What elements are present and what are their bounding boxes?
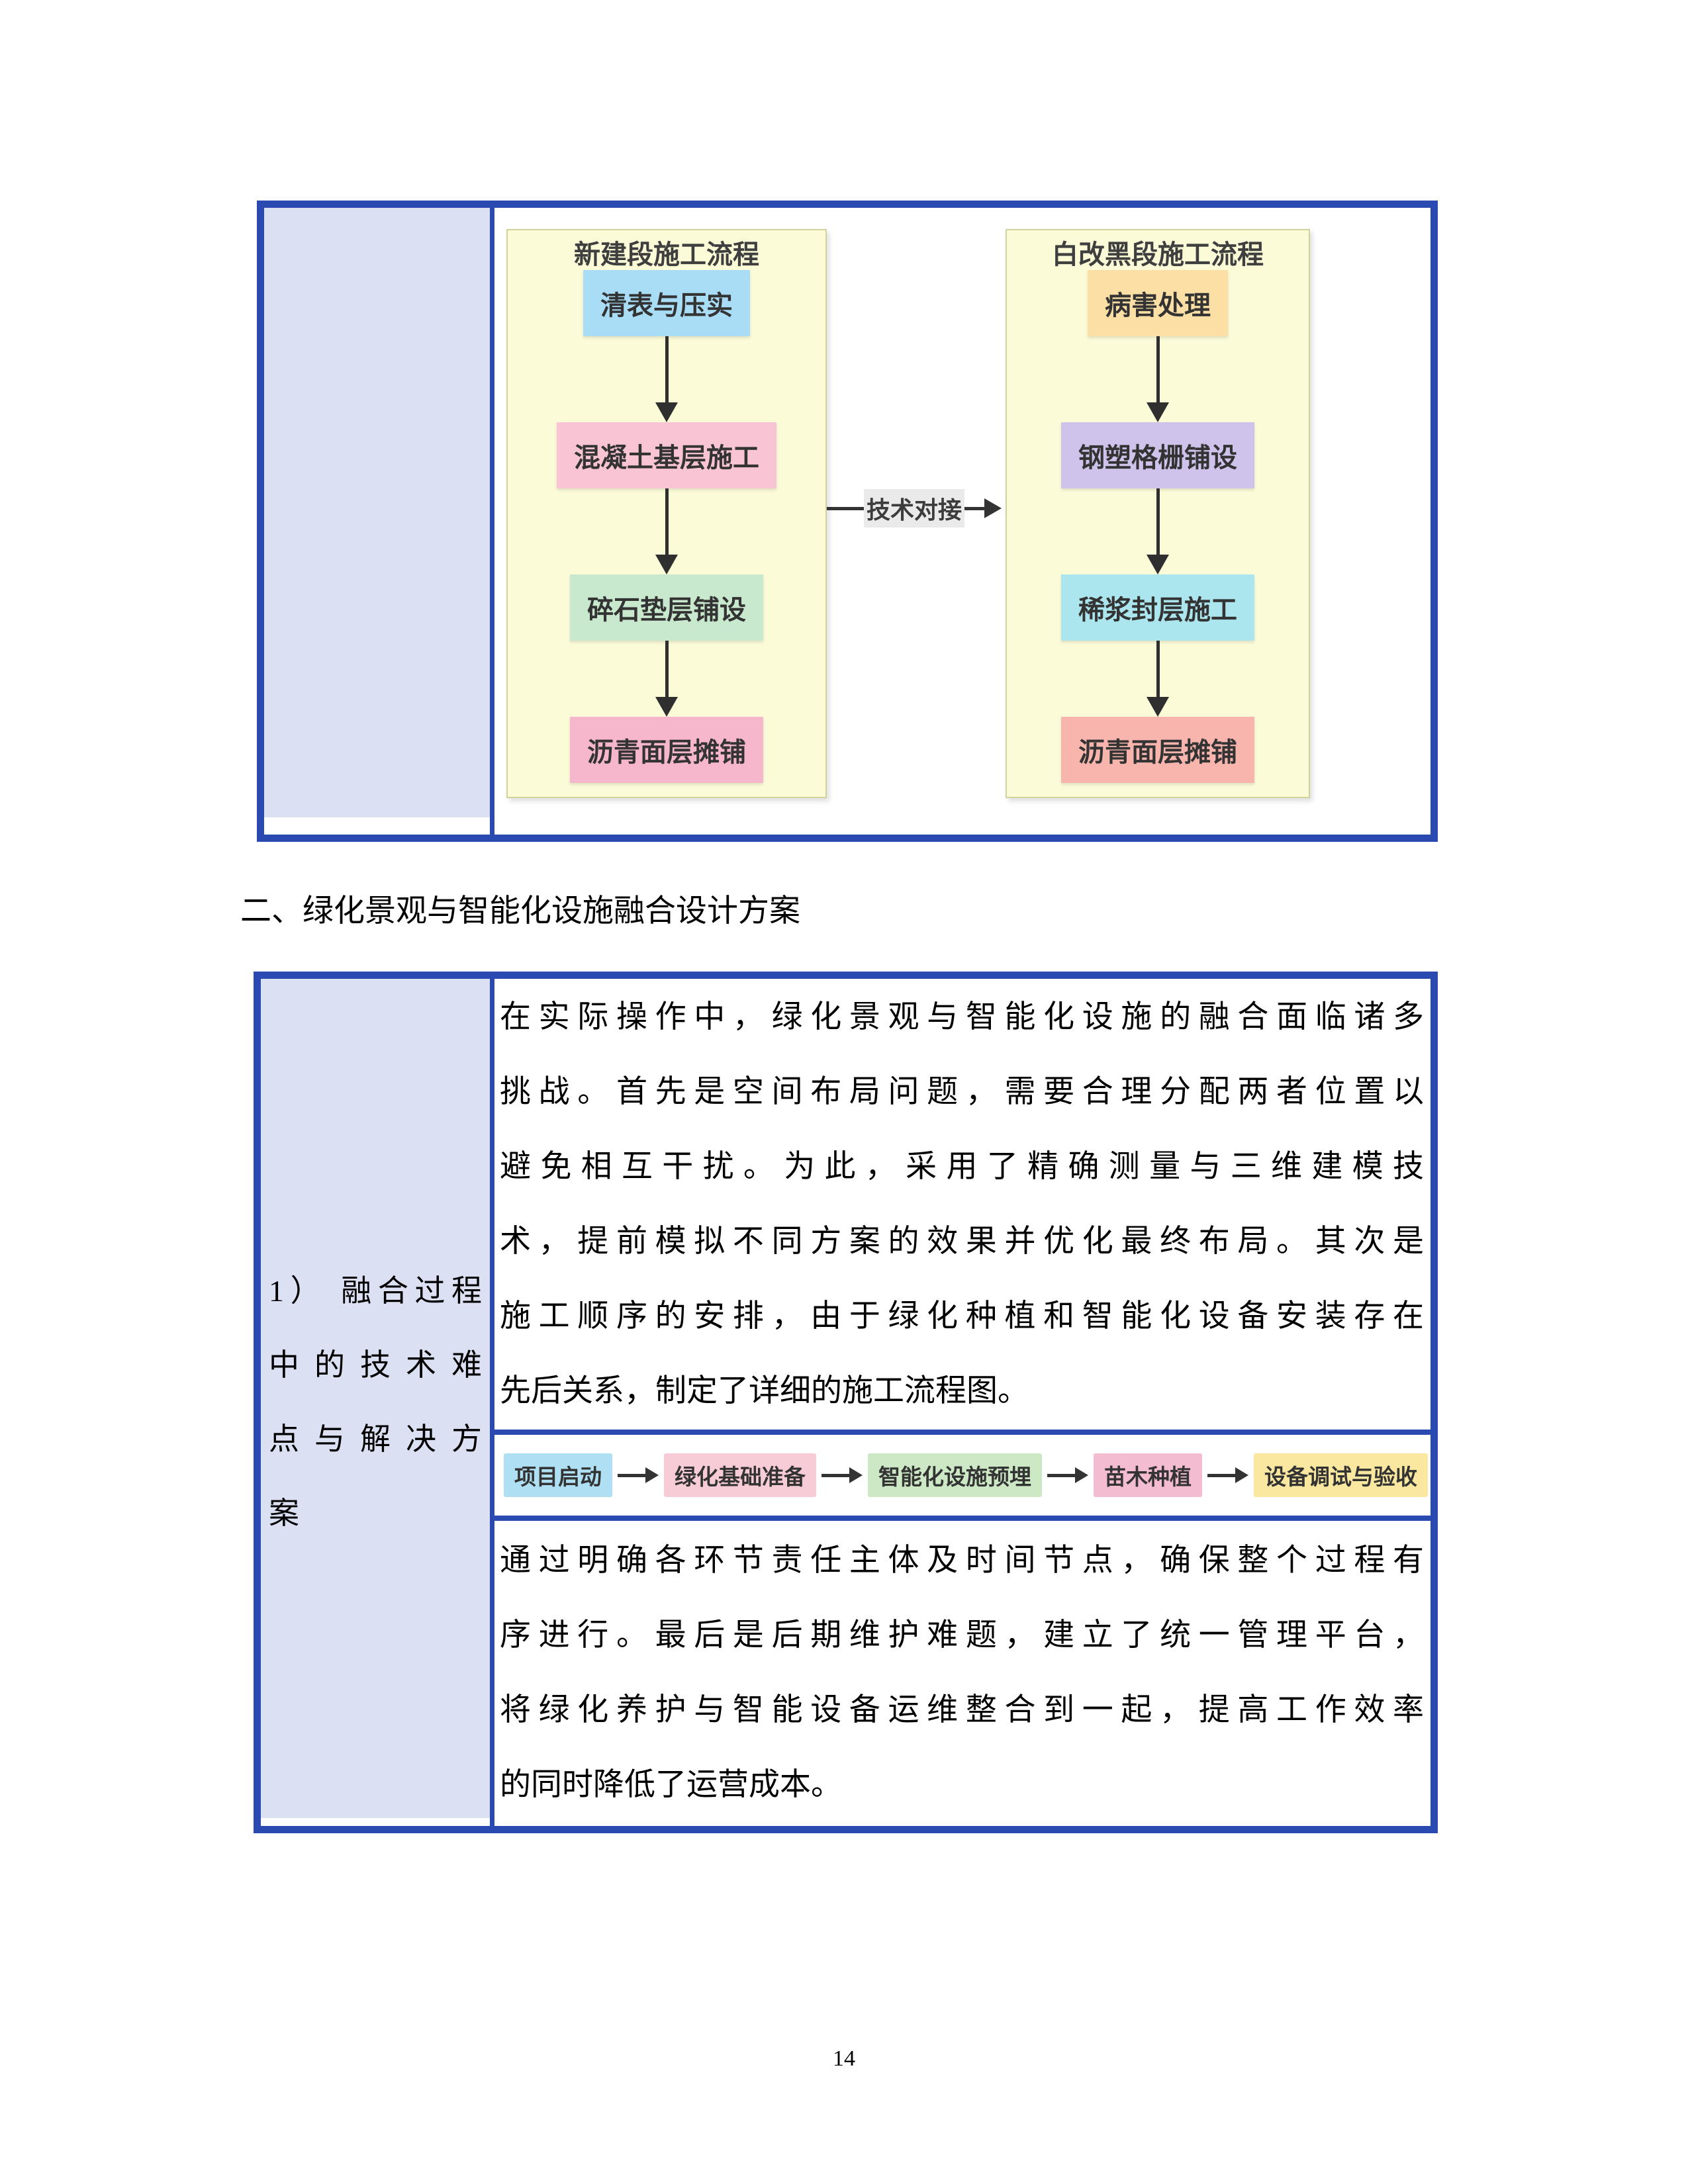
- text-line: 挑战。首先是空间布局问题，需要合理分配两者位置以: [500, 1075, 1424, 1109]
- new-section-flow-panel: 新建段施工流程 清表与压实 混凝土基层施工 碎石垫层铺设 沥青面层摊铺: [506, 229, 827, 798]
- label-line: 点与解决方: [269, 1422, 482, 1456]
- new-section-flow-title: 新建段施工流程: [574, 240, 759, 269]
- arrow-down-icon: [1147, 336, 1169, 422]
- flow-step-qingbiao: 清表与压实: [583, 270, 750, 336]
- arrow-down-icon: [655, 488, 678, 574]
- text-line: 通过明确各环节责任主体及时间节点，确保整个过程有: [500, 1543, 1424, 1578]
- process-flowchart-row: 项目启动 绿化基础准备 智能化设施预埋 苗木种植 设备调试与验收: [494, 1435, 1430, 1516]
- white-to-black-flow-panel: 白改黑段施工流程 病害处理 钢塑格栅铺设 稀浆封层施工 沥青面层摊铺: [1006, 229, 1310, 798]
- row-divider: [494, 1430, 1430, 1435]
- arrow-down-icon: [1147, 641, 1169, 717]
- flow-step-suishi: 碎石垫层铺设: [570, 574, 763, 641]
- flow-step-gangsu: 钢塑格栅铺设: [1061, 422, 1254, 488]
- flowchart-table-content-cell: 新建段施工流程 清表与压实 混凝土基层施工 碎石垫层铺设 沥青面层摊铺 技术对接…: [494, 208, 1430, 835]
- arrow-right-icon: [1207, 1467, 1248, 1483]
- text-line: 将绿化养护与智能设备运维整合到一起，提高工作效率: [500, 1693, 1424, 1727]
- text-line: 序进行。最后是后期维护难题，建立了统一管理平台，: [500, 1618, 1424, 1653]
- text-line: 术，提前模拟不同方案的效果并优化最终布局。其次是: [500, 1224, 1424, 1259]
- flow-step-binghai: 病害处理: [1088, 270, 1228, 336]
- connector-label: 技术对接: [864, 489, 965, 527]
- arrow-right-icon: [1047, 1467, 1088, 1483]
- section-heading: 二、绿化景观与智能化设施融合设计方案: [240, 894, 800, 929]
- row-divider: [494, 1516, 1430, 1521]
- flow-step-xijiang: 稀浆封层施工: [1061, 574, 1254, 641]
- arrow-down-icon: [1147, 488, 1169, 574]
- arrow-down-icon: [655, 641, 678, 717]
- text-line: 先后关系，制定了详细的施工流程图。: [500, 1374, 1029, 1408]
- fusion-paragraph-1: 在实际操作中，绿化景观与智能化设施的融合面临诸多 挑战。首先是空间布局问题，需要…: [494, 979, 1430, 1430]
- text-line: 的同时降低了运营成本。: [500, 1768, 842, 1802]
- process-step-greening-prep: 绿化基础准备: [664, 1453, 816, 1497]
- process-step-planting: 苗木种植: [1094, 1453, 1202, 1497]
- page-number: 14: [833, 2046, 855, 2071]
- arrow-right-icon: [984, 498, 1002, 518]
- label-line: 中的技术难: [269, 1348, 482, 1382]
- label-line: 案: [269, 1496, 299, 1530]
- text-line: 避免相互干扰。为此，采用了精确测量与三维建模技: [500, 1150, 1424, 1184]
- process-step-start: 项目启动: [504, 1453, 612, 1497]
- arrow-down-icon: [655, 336, 678, 422]
- connector-line: [964, 506, 985, 510]
- fusion-paragraph-2: 通过明确各环节责任主体及时间节点，确保整个过程有 序进行。最后是后期维护难题，建…: [494, 1521, 1430, 1826]
- arrow-right-icon: [821, 1467, 863, 1483]
- technical-docking-connector: 技术对接: [827, 489, 1006, 527]
- fusion-table-label: 1） 融合过程 中的技术难 点与解决方 案: [261, 1254, 490, 1551]
- flow-step-hunningtu: 混凝土基层施工: [557, 422, 776, 488]
- text-line: 在实际操作中，绿化景观与智能化设施的融合面临诸多: [500, 1000, 1424, 1034]
- construction-flowchart-table: 新建段施工流程 清表与压实 混凝土基层施工 碎石垫层铺设 沥青面层摊铺 技术对接…: [257, 201, 1438, 842]
- fusion-table-label-cell: 1） 融合过程 中的技术难 点与解决方 案: [261, 979, 494, 1826]
- flow-step-liqing-right: 沥青面层摊铺: [1061, 717, 1254, 783]
- flowchart-table-label-cell: [264, 208, 494, 835]
- fusion-table-content-cell: 在实际操作中，绿化景观与智能化设施的融合面临诸多 挑战。首先是空间布局问题，需要…: [494, 979, 1430, 1826]
- process-step-smart-embed: 智能化设施预埋: [868, 1453, 1042, 1497]
- fusion-design-table: 1） 融合过程 中的技术难 点与解决方 案 在实际操作中，绿化景观与智能化设施的…: [254, 972, 1438, 1833]
- text-line: 施工顺序的安排，由于绿化种植和智能化设备安装存在: [500, 1299, 1424, 1334]
- flow-step-liqing-left: 沥青面层摊铺: [570, 717, 763, 783]
- label-line: 1） 融合过程: [269, 1274, 482, 1308]
- connector-line: [827, 506, 864, 510]
- arrow-right-icon: [618, 1467, 659, 1483]
- process-step-debug-accept: 设备调试与验收: [1254, 1453, 1428, 1497]
- white-to-black-flow-title: 白改黑段施工流程: [1052, 240, 1264, 269]
